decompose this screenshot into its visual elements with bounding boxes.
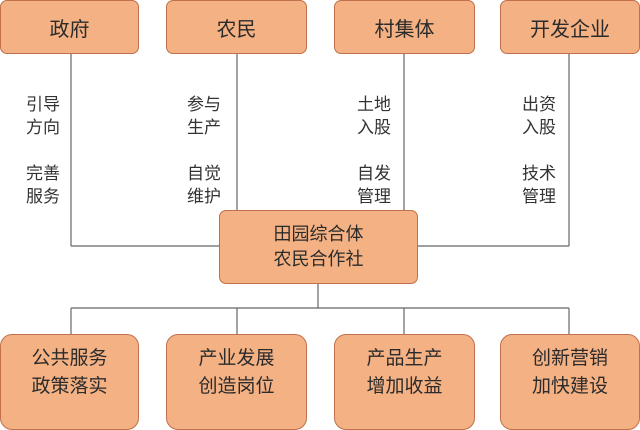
node-label: 开发企业 xyxy=(530,16,610,41)
note: 技术管理 xyxy=(522,164,556,207)
note: 出资入股 xyxy=(522,95,556,138)
node-industry: 产业发展创造岗位 xyxy=(166,334,307,430)
note: 自觉维护 xyxy=(187,164,221,207)
notes-farmers: 参与生产 自觉维护 xyxy=(187,94,221,232)
center-line: 农民合作社 xyxy=(273,249,364,270)
node-developer: 开发企业 xyxy=(500,0,640,54)
note: 参与生产 xyxy=(187,95,221,138)
node-government: 政府 xyxy=(0,0,139,54)
note: 完善服务 xyxy=(26,164,60,207)
note: 土地入股 xyxy=(357,95,391,138)
node-label: 村集体 xyxy=(374,16,435,41)
node-label: 农民 xyxy=(216,16,257,41)
connector-lines xyxy=(70,54,570,334)
node-public-service: 公共服务政策落实 xyxy=(0,334,139,430)
note: 引导方向 xyxy=(26,95,60,138)
node-marketing: 创新营销加快建设 xyxy=(500,334,640,430)
notes-developer: 出资入股 技术管理 xyxy=(522,94,556,232)
node-center: 田园综合体 农民合作社 xyxy=(219,210,418,284)
notes-village-collective: 土地入股 自发管理 xyxy=(357,94,391,232)
node-farmers: 农民 xyxy=(166,0,307,54)
center-line: 田园综合体 xyxy=(273,224,364,245)
note: 自发管理 xyxy=(357,164,391,207)
node-label: 政府 xyxy=(49,16,90,41)
notes-government: 引导方向 完善服务 xyxy=(26,94,60,232)
node-village-collective: 村集体 xyxy=(334,0,475,54)
